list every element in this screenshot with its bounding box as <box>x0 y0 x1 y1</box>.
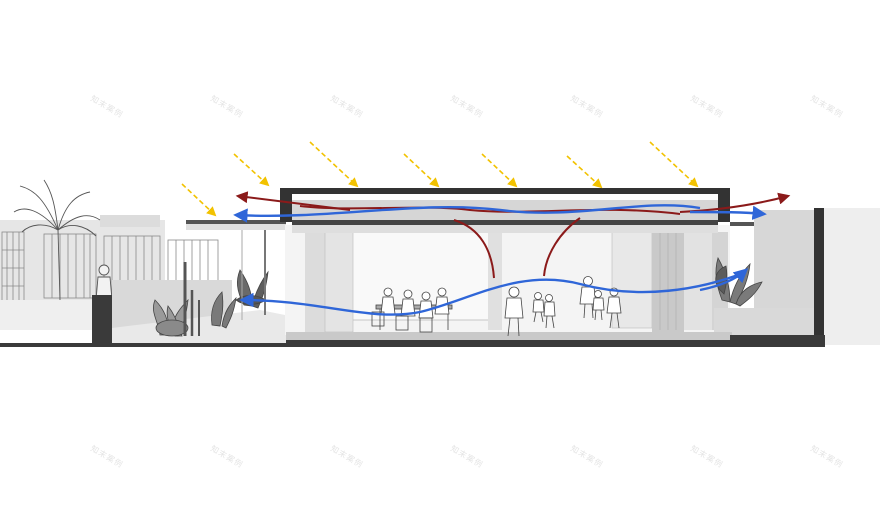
sun-ray-arrow-icon <box>309 141 359 188</box>
palm-tree-icon <box>13 179 101 301</box>
canopy-underside <box>186 224 286 230</box>
sun-ray-arrow-icon <box>566 155 603 189</box>
person-figure-icon <box>371 287 453 333</box>
roof-parapet-left <box>280 188 292 222</box>
cool-airflow-arrow-icon <box>699 268 749 292</box>
watermark: 知末案例 <box>689 93 725 120</box>
canopy-beam <box>186 220 286 224</box>
person-figure-icon <box>543 294 556 329</box>
roof-slab <box>280 188 730 194</box>
left-wall <box>92 295 112 343</box>
sun-ray-arrow-icon <box>403 153 440 188</box>
interior-space <box>285 225 730 335</box>
watermark: 知末案例 <box>329 443 365 470</box>
cool-airflow-arrow-icon <box>239 270 747 316</box>
person-figure-icon <box>592 290 605 321</box>
watermark: 知末案例 <box>569 93 605 120</box>
watermark: 知末案例 <box>89 443 125 470</box>
cool-airflow-arrow-icon <box>689 205 767 220</box>
watermark: 知末案例 <box>809 443 845 470</box>
roof-parapet-right <box>718 188 730 222</box>
watermark: 知末案例 <box>209 93 245 120</box>
warm-airflow-arrow-icon <box>543 217 581 277</box>
sun-ray-arrow-icon <box>181 183 217 217</box>
ceiling-slab <box>292 220 718 225</box>
sun-rays <box>181 141 699 217</box>
watermark: 知末案例 <box>809 93 845 120</box>
right-building <box>714 208 880 345</box>
cool-airflow-arrow-icon <box>233 204 701 223</box>
watermark: 知末案例 <box>449 93 485 120</box>
watermark: 知末案例 <box>329 93 365 120</box>
warm-airflow-arrow-icon <box>453 219 495 279</box>
right-foundation <box>730 335 825 347</box>
floor-base <box>286 340 732 345</box>
ceiling-finish <box>292 225 718 233</box>
watermark: 知末案例 <box>89 93 125 120</box>
watermark: 知末案例 <box>689 443 725 470</box>
sun-ray-arrow-icon <box>649 141 699 188</box>
sun-ray-arrow-icon <box>481 153 518 188</box>
plant-icon <box>152 262 200 337</box>
cool-airflow <box>233 204 767 316</box>
sun-ray-arrow-icon <box>233 153 270 187</box>
watermark: 知末案例 <box>449 443 485 470</box>
courtyard-ground <box>112 310 300 343</box>
watermark: 知末案例 <box>209 443 245 470</box>
person-figure-icon <box>606 287 622 329</box>
person-figure-icon <box>532 292 545 323</box>
person-figure-icon <box>504 286 524 337</box>
watermark: 知末案例 <box>569 443 605 470</box>
